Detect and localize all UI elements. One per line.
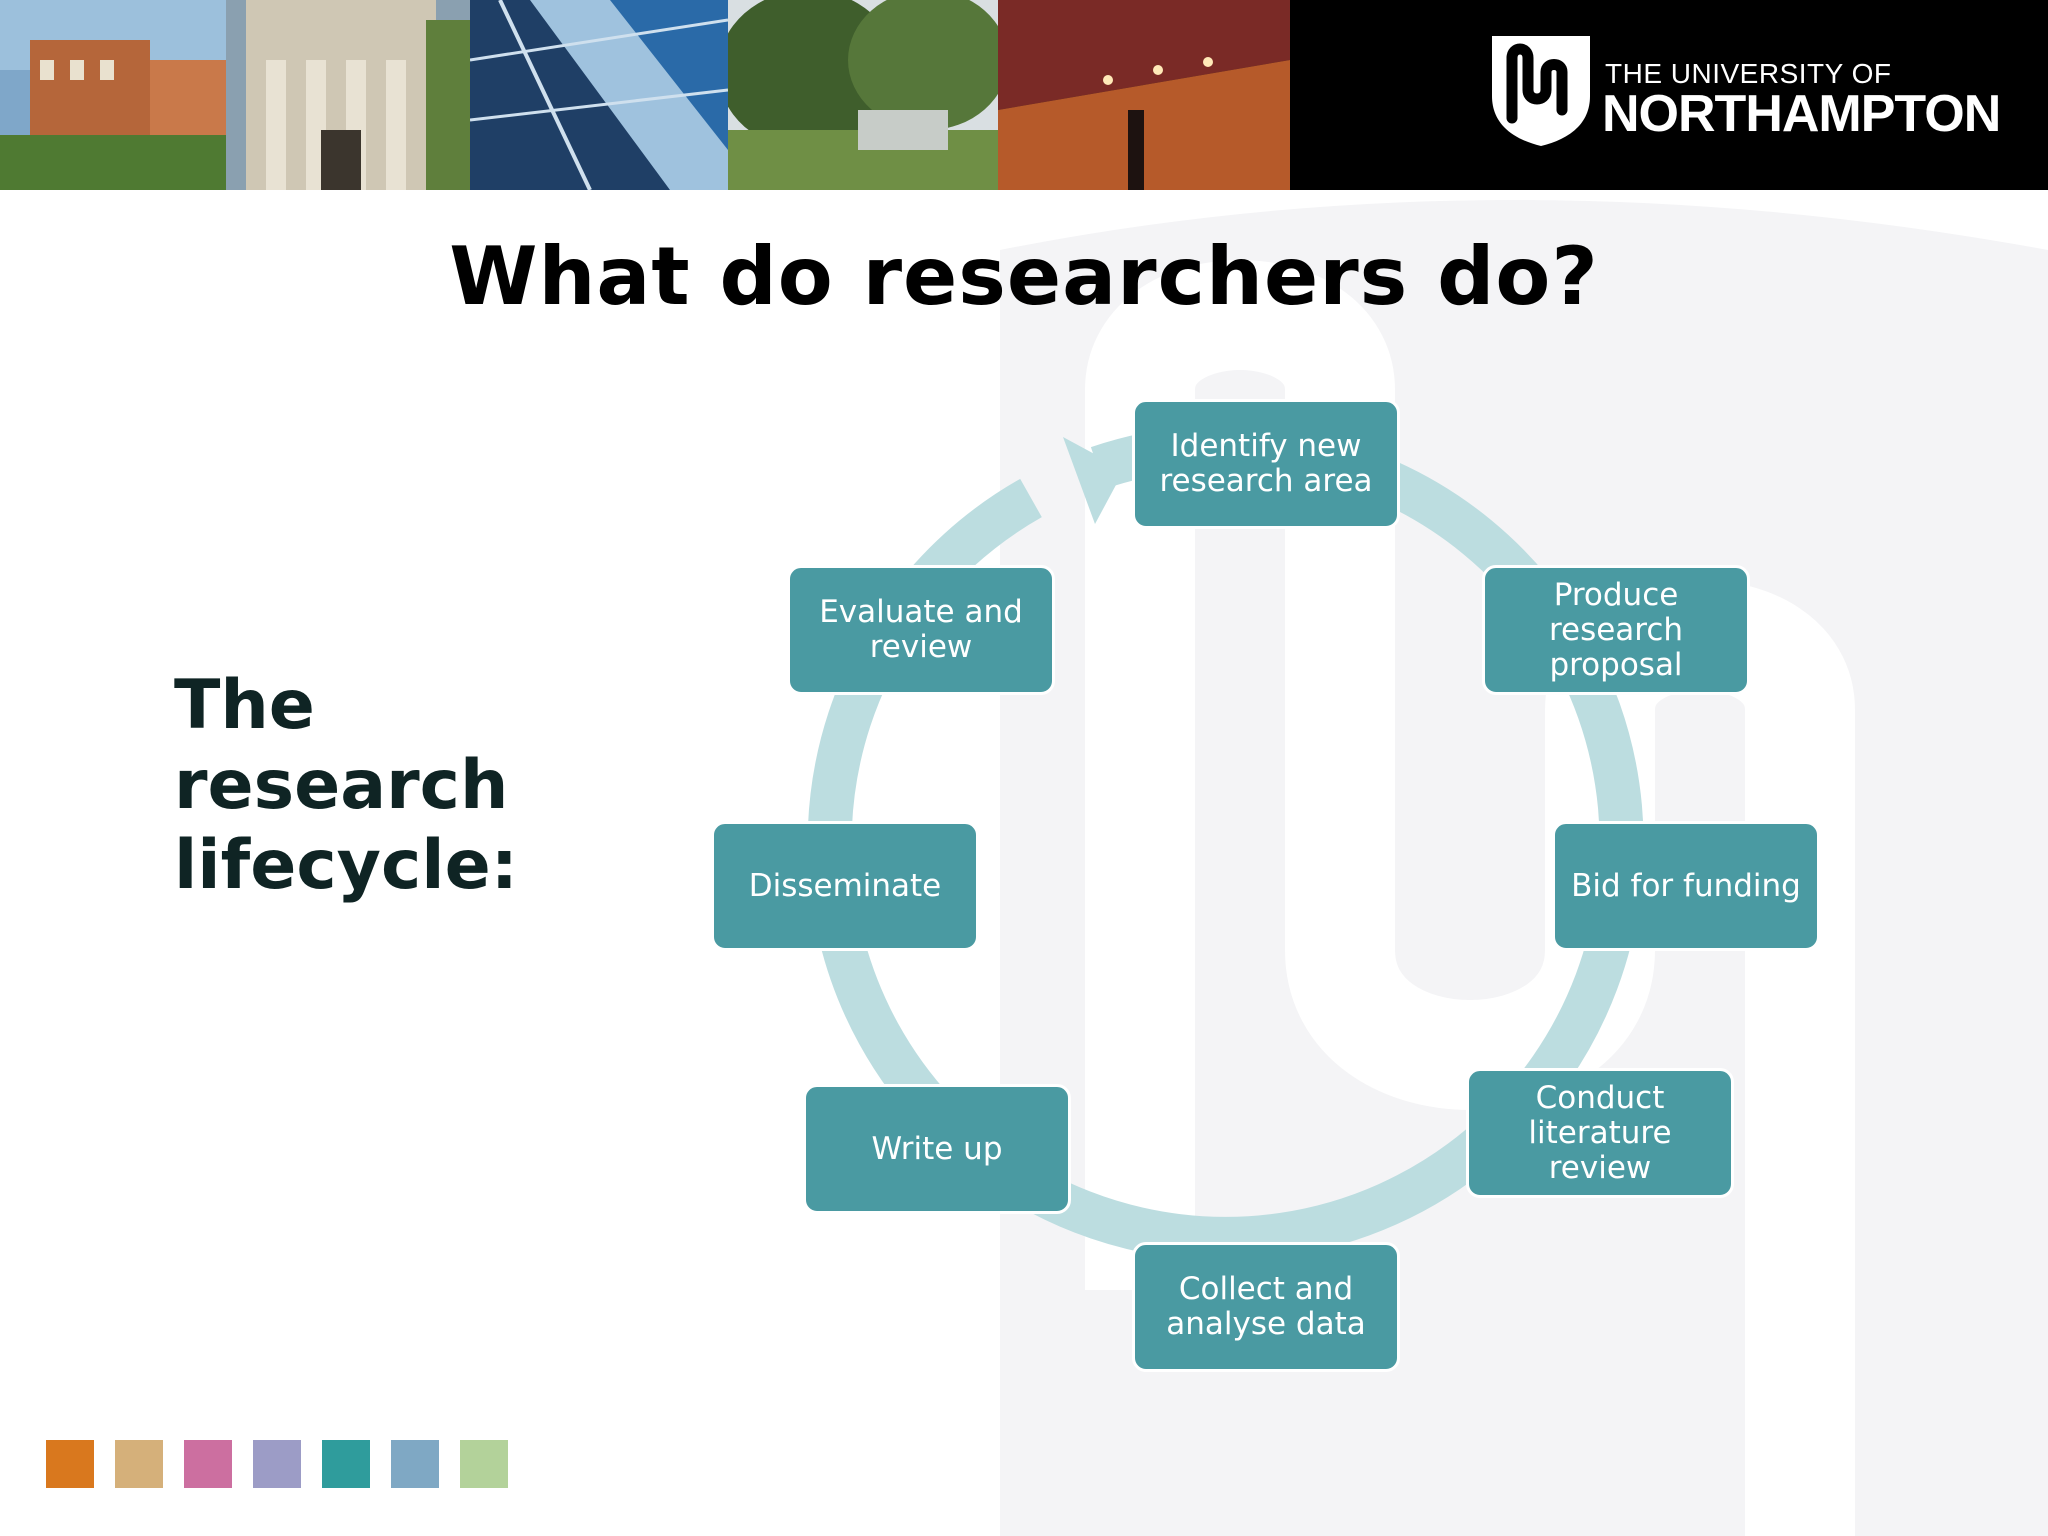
header-banner: THE UNIVERSITY OF NORTHAMPTON [0, 0, 2048, 190]
university-crest-icon [1492, 36, 1590, 146]
node-bid-for-funding: Bid for funding [1552, 821, 1820, 951]
color-swatch [322, 1440, 370, 1488]
cycle-arrowhead-icon [1063, 437, 1124, 524]
node-collect-analyse-data: Collect and analyse data [1132, 1242, 1400, 1372]
color-swatch [460, 1440, 508, 1488]
node-identify-research-area: Identify new research area [1132, 399, 1400, 529]
color-swatch [391, 1440, 439, 1488]
color-swatch [184, 1440, 232, 1488]
node-evaluate-review: Evaluate and review [787, 565, 1055, 695]
node-disseminate: Disseminate [711, 821, 979, 951]
node-produce-proposal: Produce research proposal [1482, 565, 1750, 695]
color-swatch [46, 1440, 94, 1488]
campus-photo-5 [998, 0, 1290, 190]
slide-title: What do researchers do? [449, 230, 1599, 323]
logo-text-line1: THE UNIVERSITY OF [1605, 58, 1892, 89]
node-write-up: Write up [803, 1084, 1071, 1214]
logo-text-line2: NORTHAMPTON [1602, 85, 2001, 143]
university-logo: THE UNIVERSITY OF NORTHAMPTON [1484, 30, 2024, 150]
cycle-arrow-ring [807, 424, 1644, 1261]
campus-photo-1 [0, 0, 226, 190]
node-literature-review: Conduct literature review [1466, 1068, 1734, 1198]
color-swatch [115, 1440, 163, 1488]
slide-subtitle: The research lifecycle: [174, 666, 518, 905]
campus-photo-3 [470, 0, 728, 190]
campus-photo-2 [226, 0, 470, 190]
campus-photo-4 [728, 0, 998, 190]
color-swatch [253, 1440, 301, 1488]
